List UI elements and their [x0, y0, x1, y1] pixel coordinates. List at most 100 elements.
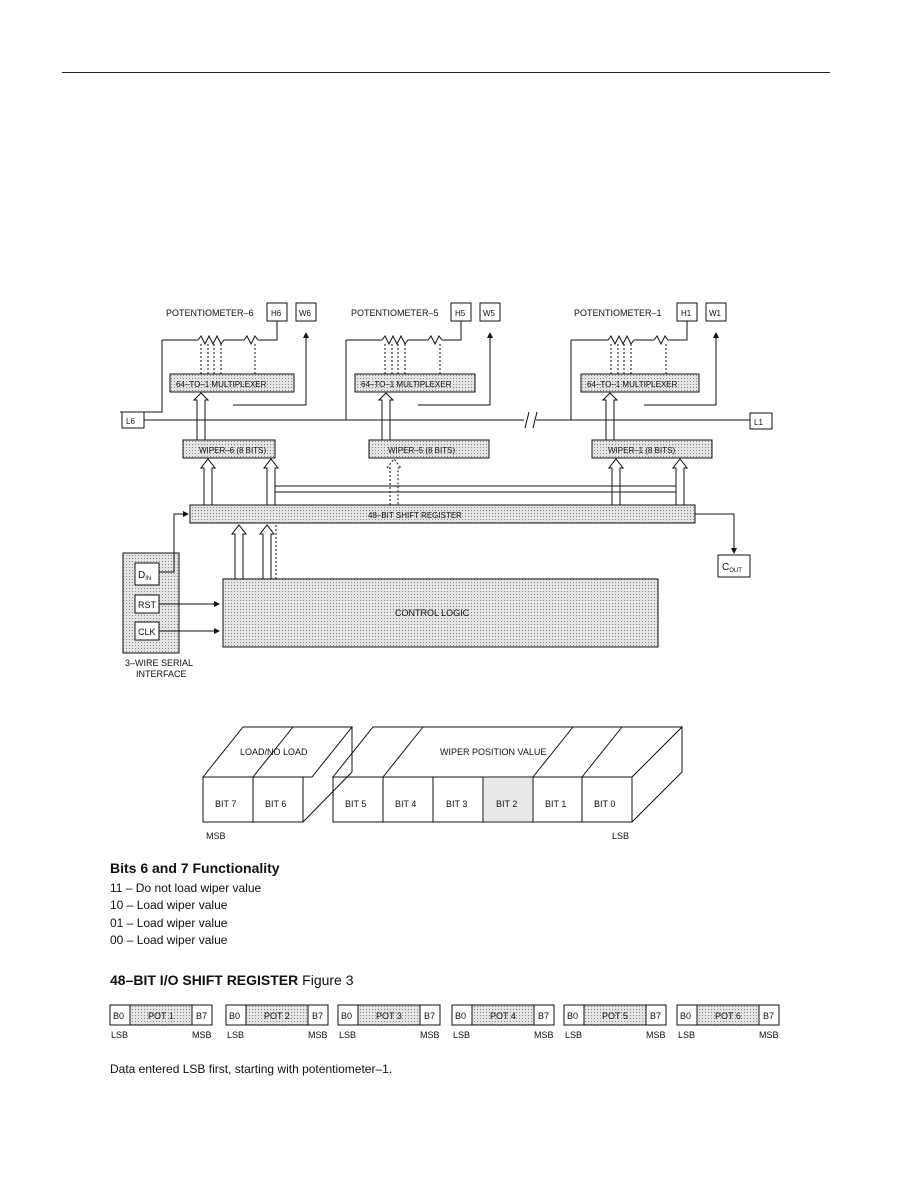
bit5-label: BIT 5: [345, 799, 366, 809]
control-logic: [222, 578, 659, 648]
pot6-w-pin: [295, 302, 317, 322]
pot5-taps: [384, 342, 441, 374]
register-b0-box: [337, 1004, 359, 1026]
pot1-latch: [591, 439, 713, 459]
cout-line: [695, 513, 737, 554]
register-pot-label: POT 3: [376, 1011, 402, 1021]
bit2-label: BIT 2: [496, 799, 517, 809]
sr-to-latch6-b: [262, 458, 280, 505]
functionality-line: 01 – Load wiper value: [110, 915, 228, 930]
register-b7-box: [307, 1004, 329, 1026]
register-lsb-label: LSB: [565, 1030, 582, 1040]
register-b7-box: [191, 1004, 213, 1026]
register-b0-box: [109, 1004, 131, 1026]
shift-register-label: 48–BIT SHIFT REGISTER: [368, 511, 462, 520]
pot6-w-label: W6: [299, 309, 312, 318]
interface-label-1: 3–WIRE SERIAL: [125, 658, 193, 668]
pot5-mux: [354, 373, 476, 393]
register-b7-box: [533, 1004, 555, 1026]
register-b0-label: B0: [229, 1011, 240, 1021]
wiper-label: WIPER POSITION VALUE: [440, 747, 546, 757]
bit6-label: BIT 6: [265, 799, 286, 809]
pot6-mux: [169, 373, 295, 393]
register-lsb-label: LSB: [453, 1030, 470, 1040]
pot5-h-label: H5: [455, 309, 466, 318]
register-b0-label: B0: [341, 1011, 352, 1021]
control-to-sr-a: [230, 524, 248, 579]
lsb-label: LSB: [612, 831, 629, 841]
register-b7-label: B7: [424, 1011, 435, 1021]
din-label: DIN: [138, 570, 151, 582]
register-b7-label: B7: [196, 1011, 207, 1021]
bus-break: [524, 411, 538, 429]
register-b0-label: B0: [113, 1011, 124, 1021]
bit2-shade: [484, 778, 532, 821]
pot5-label: POTENTIOMETER–5: [351, 308, 439, 318]
register-b7-label: B7: [538, 1011, 549, 1021]
register-b7-box: [419, 1004, 441, 1026]
functionality-title: Bits 6 and 7 Functionality: [110, 860, 280, 876]
functionality-section: Bits 6 and 7 Functionality 11 – Do not l…: [110, 860, 280, 950]
register-pot-label: POT 4: [490, 1011, 516, 1021]
register-msb-label: MSB: [192, 1030, 212, 1040]
register-msb-label: MSB: [308, 1030, 328, 1040]
wiper-box: [331, 726, 684, 823]
pot6-wiper-line: [233, 332, 309, 406]
din-line: [159, 511, 189, 573]
rst-label: RST: [138, 600, 157, 610]
pot6-up-arrow: [192, 392, 210, 440]
l1-label: L1: [754, 418, 763, 427]
pot5-latch-label: WIPER–5 (8 BITS): [388, 446, 455, 455]
register-b0-box: [676, 1004, 698, 1026]
register-lsb-label: LSB: [678, 1030, 695, 1040]
pot5-latch: [368, 439, 490, 459]
pot5-resistor: [346, 321, 462, 346]
register-msb-label: MSB: [759, 1030, 779, 1040]
din-pin: [134, 562, 160, 586]
bit0-label: BIT 0: [594, 799, 615, 809]
pot1-h-label: H1: [681, 309, 692, 318]
register-pot-label: POT 5: [602, 1011, 628, 1021]
register-b0-box: [563, 1004, 585, 1026]
cout-label: COUT: [722, 562, 742, 574]
register-b0-box: [451, 1004, 473, 1026]
register-b0-label: B0: [680, 1011, 691, 1021]
pot1-mux: [580, 373, 700, 393]
sr-to-latch1-b: [671, 458, 689, 505]
register-msb-label: MSB: [420, 1030, 440, 1040]
register-pot-label: POT 6: [715, 1011, 741, 1021]
register-b7-label: B7: [312, 1011, 323, 1021]
pot6-latch-label: WIPER–6 (8 BITS): [199, 446, 266, 455]
figure3-title-bold: 48–BIT I/O SHIFT REGISTER: [110, 972, 299, 988]
control-logic-label: CONTROL LOGIC: [395, 608, 470, 618]
register-pot-label: POT 2: [264, 1011, 290, 1021]
pot1-label: POTENTIOMETER–1: [574, 308, 662, 318]
clk-label: CLK: [138, 627, 156, 637]
load-label: LOAD/NO LOAD: [240, 747, 308, 757]
register-b0-label: B0: [455, 1011, 466, 1021]
l1-pin: [749, 412, 773, 430]
pot6-taps: [200, 342, 256, 374]
interface-label-2: INTERFACE: [136, 669, 187, 679]
pot6-label: POTENTIOMETER–6: [166, 308, 254, 318]
control-to-latches-bus: [275, 485, 676, 493]
pot1-latch-label: WIPER–1 (8 BITS): [608, 446, 675, 455]
pot1-w-pin: [705, 302, 727, 322]
pot6-resistor: [162, 321, 278, 346]
register-b0-box: [225, 1004, 247, 1026]
load-box: [201, 726, 354, 823]
pot6-h-label: H6: [271, 309, 282, 318]
register-msb-label: MSB: [534, 1030, 554, 1040]
pot6-latch: [182, 439, 276, 459]
msb-label: MSB: [206, 831, 226, 841]
pot5-wiper-line: [418, 332, 493, 406]
register-b7-box: [645, 1004, 667, 1026]
bit1-label: BIT 1: [545, 799, 566, 809]
register-pot-label: POT 1: [148, 1011, 174, 1021]
pot1-w-label: W1: [709, 309, 722, 318]
register-b7-label: B7: [650, 1011, 661, 1021]
register-b7-label: B7: [763, 1011, 774, 1021]
bit3-label: BIT 3: [446, 799, 467, 809]
bit7-label: BIT 7: [215, 799, 236, 809]
